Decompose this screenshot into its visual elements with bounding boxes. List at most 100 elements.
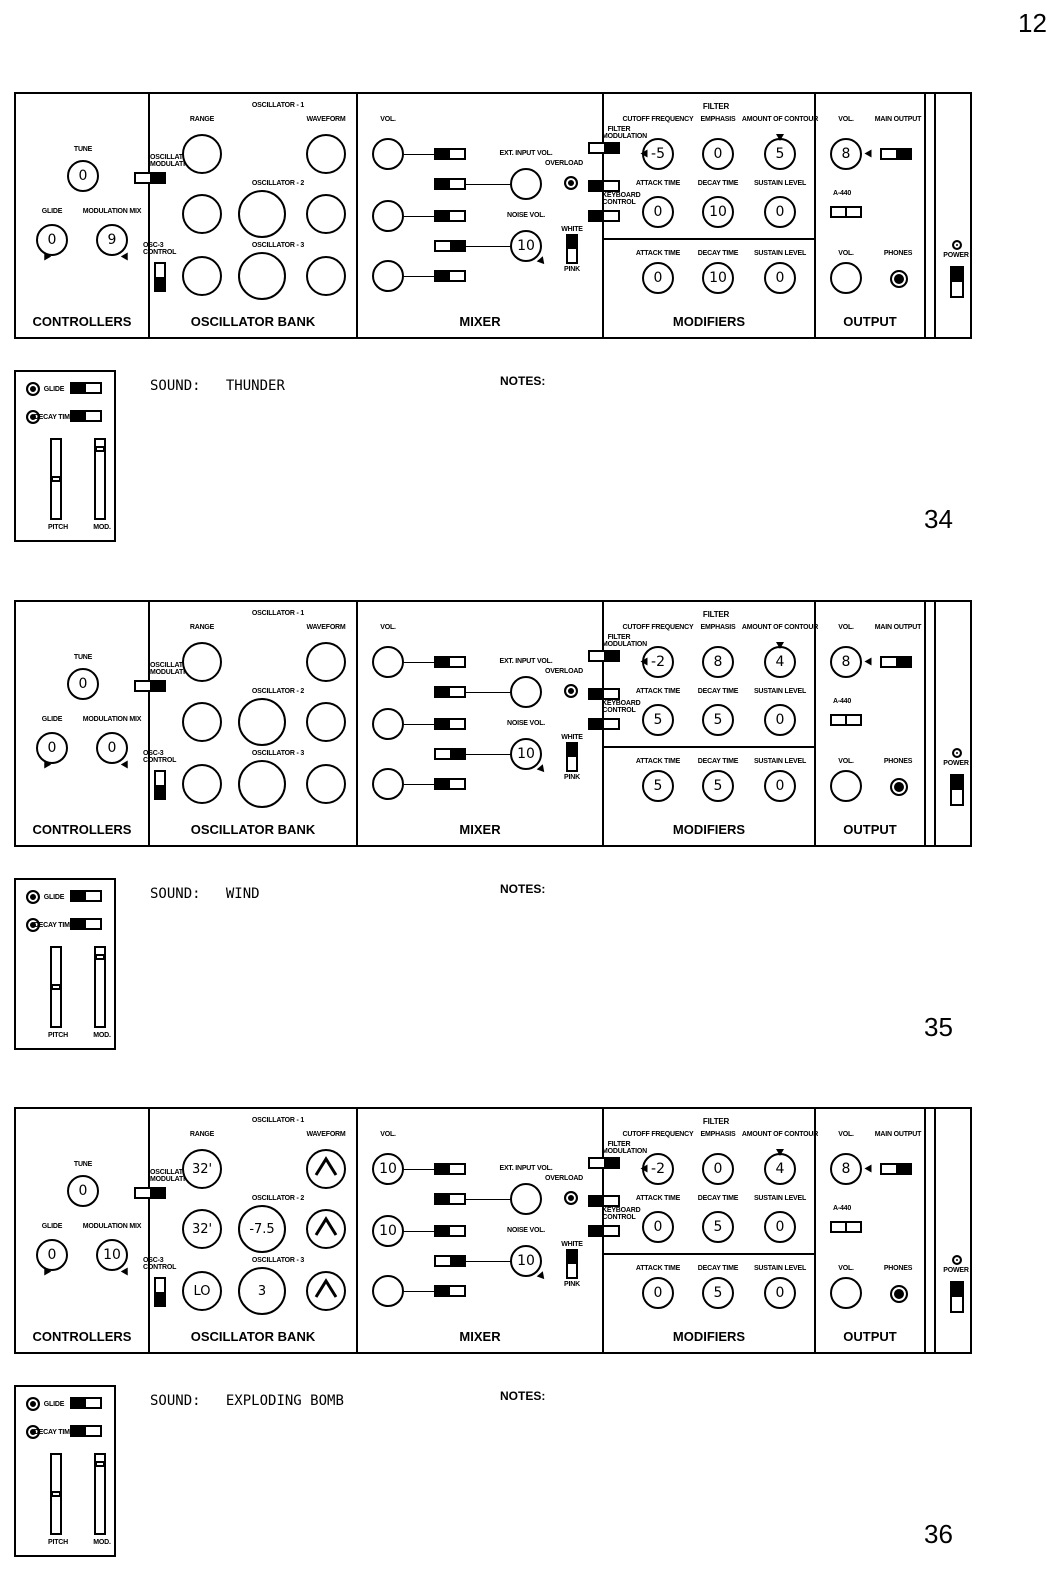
- decay-on-switch[interactable]: [70, 410, 102, 422]
- mixer-osc1-vol-knob[interactable]: [372, 646, 404, 678]
- osc2-on-switch[interactable]: [434, 1225, 466, 1237]
- glide-on-switch[interactable]: [70, 890, 102, 902]
- keyboard-control-2-switch[interactable]: [588, 1225, 620, 1237]
- noise-color-switch[interactable]: [566, 742, 578, 772]
- noise-on-switch[interactable]: [434, 240, 466, 252]
- pitch-wheel[interactable]: [50, 1453, 62, 1535]
- filter-attack-time-knob[interactable]: 0: [642, 1211, 674, 1243]
- filter-sustain-level-knob[interactable]: 0: [764, 1211, 796, 1243]
- osc1-on-switch[interactable]: [434, 656, 466, 668]
- loudness-sustain-level-knob[interactable]: 0: [764, 770, 796, 802]
- main-volume-knob[interactable]: 8: [830, 1153, 872, 1185]
- cutoff-frequency-knob[interactable]: -2: [640, 1153, 674, 1185]
- amount-of-contour-knob[interactable]: 4: [764, 642, 796, 678]
- osc3-on-switch[interactable]: [434, 778, 466, 790]
- osc1-range-knob[interactable]: 32': [182, 1149, 222, 1189]
- mod-wheel[interactable]: [94, 946, 106, 1028]
- main-output-switch[interactable]: [880, 656, 912, 668]
- glide-on-switch[interactable]: [70, 1397, 102, 1409]
- keyboard-control-1-switch[interactable]: [588, 688, 620, 700]
- phones-volume-knob[interactable]: [830, 770, 862, 802]
- main-volume-knob[interactable]: 8: [830, 646, 872, 678]
- mixer-osc3-vol-knob[interactable]: [372, 260, 404, 292]
- filter-modulation-switch[interactable]: [588, 1157, 620, 1169]
- filter-attack-time-knob[interactable]: 0: [642, 196, 674, 228]
- osc3-waveform-knob[interactable]: [306, 256, 346, 296]
- noise-vol-knob[interactable]: 10: [510, 738, 548, 775]
- ext-input-vol-knob[interactable]: [510, 1183, 542, 1215]
- osc1-range-knob[interactable]: [182, 134, 222, 174]
- glide-knob[interactable]: 0: [36, 1239, 68, 1278]
- mixer-osc2-vol-knob[interactable]: 10: [372, 1215, 404, 1247]
- osc3-frequency-knob[interactable]: [238, 252, 286, 300]
- loudness-attack-time-knob[interactable]: 0: [642, 262, 674, 294]
- osc3-frequency-knob[interactable]: [238, 760, 286, 808]
- noise-on-switch[interactable]: [434, 748, 466, 760]
- noise-vol-knob[interactable]: 10: [510, 230, 548, 267]
- osc2-waveform-knob[interactable]: [306, 1209, 346, 1249]
- osc2-on-switch[interactable]: [434, 210, 466, 222]
- a440-switch[interactable]: [830, 714, 862, 726]
- a440-switch[interactable]: [830, 1221, 862, 1233]
- noise-vol-knob[interactable]: 10: [510, 1245, 548, 1282]
- filter-modulation-switch[interactable]: [588, 650, 620, 662]
- noise-color-switch[interactable]: [566, 1249, 578, 1279]
- mixer-osc2-vol-knob[interactable]: [372, 200, 404, 232]
- filter-decay-time-knob[interactable]: 10: [702, 196, 734, 228]
- glide-on-switch[interactable]: [70, 382, 102, 394]
- osc2-waveform-knob[interactable]: [306, 194, 346, 234]
- osc3-on-switch[interactable]: [434, 1285, 466, 1297]
- osc1-waveform-knob[interactable]: [306, 1149, 346, 1189]
- osc3-control-switch[interactable]: [154, 1277, 166, 1307]
- loudness-attack-time-knob[interactable]: 0: [642, 1277, 674, 1309]
- emphasis-knob[interactable]: 0: [702, 138, 734, 170]
- osc3-frequency-knob[interactable]: 3: [238, 1267, 286, 1315]
- osc3-waveform-knob[interactable]: [306, 1271, 346, 1311]
- osc2-range-knob[interactable]: [182, 702, 222, 742]
- pitch-wheel[interactable]: [50, 946, 62, 1028]
- osc3-waveform-knob[interactable]: [306, 764, 346, 804]
- osc1-waveform-knob[interactable]: [306, 642, 346, 682]
- modulation-mix-knob[interactable]: 9: [96, 224, 132, 263]
- power-switch[interactable]: [950, 266, 964, 298]
- filter-decay-time-knob[interactable]: 5: [702, 1211, 734, 1243]
- oscillator-modulation-switch[interactable]: [134, 680, 166, 692]
- modulation-mix-knob[interactable]: 10: [96, 1239, 132, 1278]
- keyboard-control-2-switch[interactable]: [588, 718, 620, 730]
- osc2-frequency-knob[interactable]: [238, 190, 286, 238]
- osc3-control-switch[interactable]: [154, 770, 166, 800]
- mod-wheel[interactable]: [94, 438, 106, 520]
- loudness-sustain-level-knob[interactable]: 0: [764, 1277, 796, 1309]
- main-output-switch[interactable]: [880, 148, 912, 160]
- oscillator-modulation-switch[interactable]: [134, 172, 166, 184]
- phones-volume-knob[interactable]: [830, 262, 862, 294]
- osc3-control-switch[interactable]: [154, 262, 166, 292]
- a440-switch[interactable]: [830, 206, 862, 218]
- noise-on-switch[interactable]: [434, 1255, 466, 1267]
- power-switch[interactable]: [950, 774, 964, 806]
- mixer-osc3-vol-knob[interactable]: [372, 768, 404, 800]
- noise-color-switch[interactable]: [566, 234, 578, 264]
- amount-of-contour-knob[interactable]: 5: [764, 134, 796, 170]
- mixer-osc3-vol-knob[interactable]: [372, 1275, 404, 1307]
- decay-on-switch[interactable]: [70, 1425, 102, 1437]
- osc2-range-knob[interactable]: [182, 194, 222, 234]
- phones-volume-knob[interactable]: [830, 1277, 862, 1309]
- emphasis-knob[interactable]: 8: [702, 646, 734, 678]
- amount-of-contour-knob[interactable]: 4: [764, 1149, 796, 1185]
- cutoff-frequency-knob[interactable]: -5: [640, 138, 674, 170]
- osc3-on-switch[interactable]: [434, 270, 466, 282]
- decay-on-switch[interactable]: [70, 918, 102, 930]
- ext-input-vol-knob[interactable]: [510, 676, 542, 708]
- keyboard-control-1-switch[interactable]: [588, 1195, 620, 1207]
- tune-knob[interactable]: 0: [67, 1175, 99, 1207]
- osc3-range-knob[interactable]: [182, 256, 222, 296]
- loudness-decay-time-knob[interactable]: 5: [702, 1277, 734, 1309]
- osc1-range-knob[interactable]: [182, 642, 222, 682]
- osc3-range-knob[interactable]: LO: [182, 1271, 222, 1311]
- loudness-decay-time-knob[interactable]: 10: [702, 262, 734, 294]
- mod-wheel[interactable]: [94, 1453, 106, 1535]
- filter-decay-time-knob[interactable]: 5: [702, 704, 734, 736]
- modulation-mix-knob[interactable]: 0: [96, 732, 132, 771]
- filter-sustain-level-knob[interactable]: 0: [764, 196, 796, 228]
